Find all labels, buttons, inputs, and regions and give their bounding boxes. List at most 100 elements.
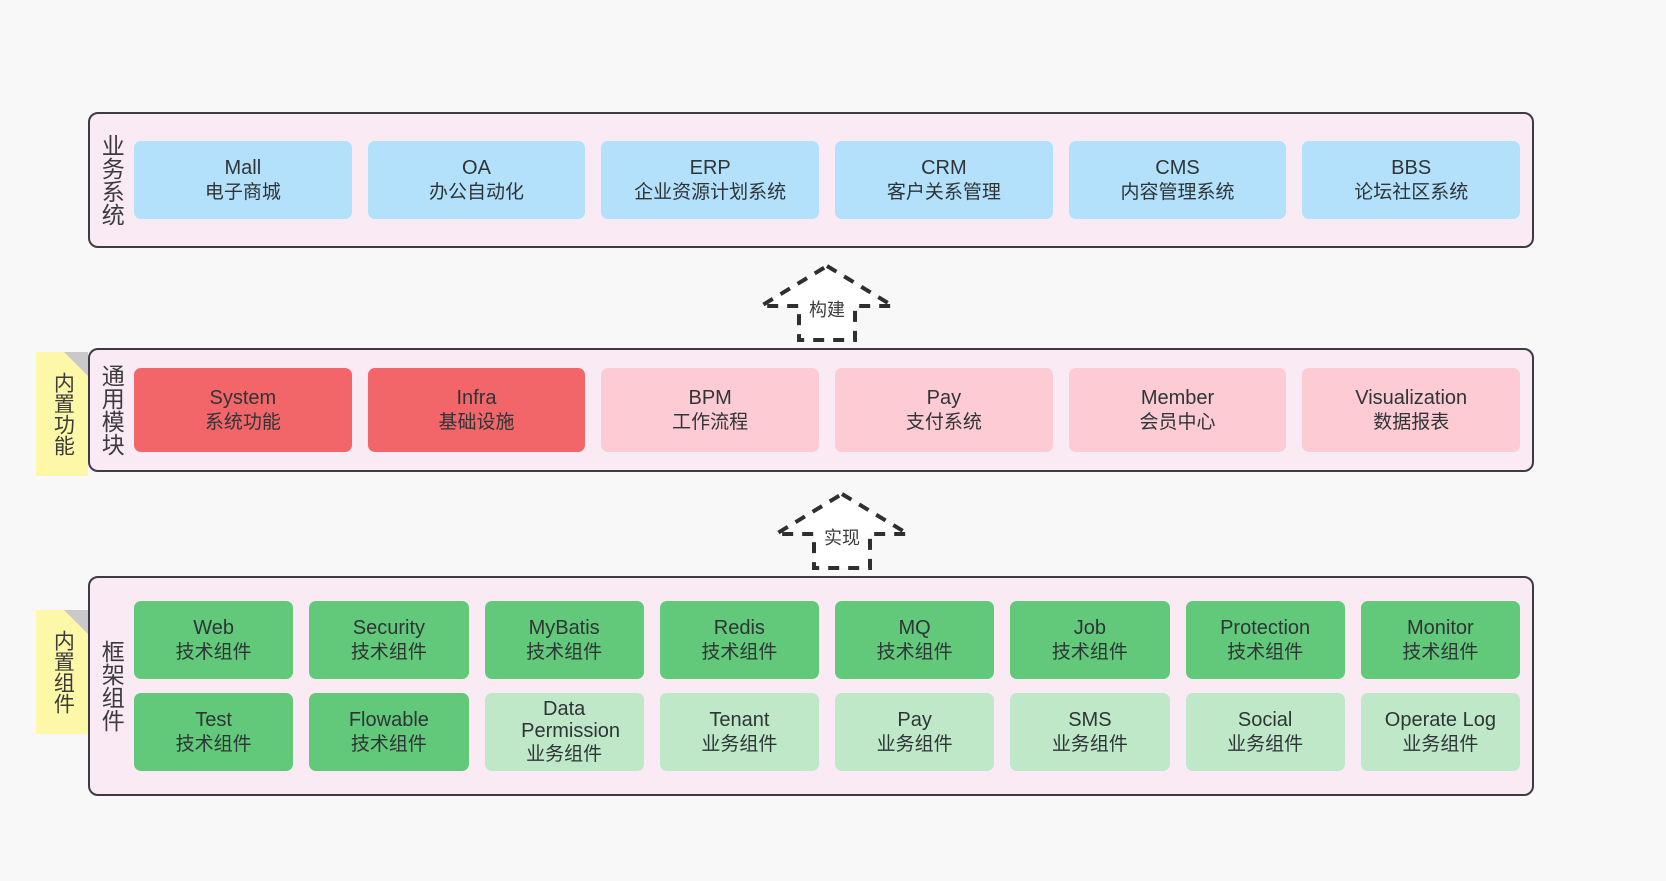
- card-subtitle: 工作流程: [672, 411, 749, 433]
- card-subtitle: 技术组件: [876, 641, 953, 663]
- card-title: Security: [352, 616, 425, 639]
- card-row: Web 技术组件 Security 技术组件 MyBatis 技术组件 Redi…: [134, 601, 1520, 679]
- page-fold-icon: [64, 352, 88, 376]
- card-subtitle: 技术组件: [1227, 641, 1304, 663]
- layer-business-systems: 业务系统 Mall 电子商城 OA 办公自动化 ERP 企业资源计划系统 CRM…: [88, 112, 1534, 248]
- card-subtitle: 技术组件: [526, 641, 603, 663]
- card-infra[interactable]: Infra 基础设施: [367, 368, 586, 452]
- card-title: SMS: [1068, 708, 1112, 731]
- card-title: BBS: [1391, 156, 1432, 179]
- card-title: Social: [1237, 708, 1293, 731]
- card-visualization[interactable]: Visualization 数据报表: [1302, 368, 1521, 452]
- card-bpm[interactable]: BPM 工作流程: [601, 368, 820, 452]
- card-row: Test 技术组件 Flowable 技术组件 Data Permission …: [134, 693, 1520, 771]
- sticky-note-builtin-components: 内置组件: [36, 610, 88, 734]
- layer-label-framework-components: 框架组件: [98, 640, 125, 732]
- card-crm[interactable]: CRM 客户关系管理: [835, 141, 1053, 219]
- layer-body-framework-components: Web 技术组件 Security 技术组件 MyBatis 技术组件 Redi…: [132, 578, 1532, 794]
- card-subtitle: 业务组件: [1051, 733, 1128, 755]
- card-security[interactable]: Security 技术组件: [309, 601, 469, 679]
- card-title: Pay: [897, 708, 932, 731]
- card-title: Mall: [224, 156, 262, 179]
- card-sms[interactable]: SMS 业务组件: [1010, 693, 1170, 771]
- card-title: CRM: [921, 156, 967, 179]
- card-cms[interactable]: CMS 内容管理系统: [1068, 141, 1287, 219]
- card-subtitle: 技术组件: [350, 641, 427, 663]
- card-monitor[interactable]: Monitor 技术组件: [1360, 601, 1520, 679]
- card-title: Flowable: [348, 708, 429, 731]
- card-protection[interactable]: Protection 技术组件: [1185, 601, 1345, 679]
- card-subtitle: 企业资源计划系统: [634, 181, 787, 203]
- card-title: Data Permission: [521, 697, 621, 743]
- connector-realize: 实现: [768, 490, 916, 572]
- card-subtitle: 电子商城: [204, 181, 281, 203]
- card-title: Infra: [456, 386, 497, 409]
- card-title: Job: [1073, 616, 1106, 639]
- card-title: Test: [195, 708, 232, 731]
- card-web[interactable]: Web 技术组件: [134, 601, 294, 679]
- connector-build: 构建: [753, 262, 901, 344]
- card-title: MQ: [898, 616, 931, 639]
- card-title: Pay: [926, 386, 962, 409]
- card-mall[interactable]: Mall 电子商城: [134, 141, 352, 219]
- sticky-note-label: 内置功能: [51, 372, 75, 456]
- block-arrow-up-icon: [753, 263, 901, 342]
- block-arrow-up-icon: [768, 491, 916, 570]
- connector-realize-label: 实现: [824, 528, 860, 548]
- card-title: MyBatis: [528, 616, 600, 639]
- card-flowable[interactable]: Flowable 技术组件: [309, 693, 469, 771]
- card-title: ERP: [689, 156, 731, 179]
- layer-label-business-systems: 业务系统: [98, 134, 125, 226]
- card-subtitle: 技术组件: [350, 733, 427, 755]
- card-bbs[interactable]: BBS 论坛社区系统: [1302, 141, 1521, 219]
- page-fold-icon: [64, 610, 88, 634]
- card-title: System: [209, 386, 277, 409]
- card-subtitle: 客户关系管理: [886, 181, 1001, 203]
- card-job[interactable]: Job 技术组件: [1010, 601, 1170, 679]
- card-subtitle: 基础设施: [438, 411, 515, 433]
- card-redis[interactable]: Redis 技术组件: [659, 601, 819, 679]
- layer-framework-components: 框架组件 Web 技术组件 Security 技术组件 MyBatis 技术组件…: [88, 576, 1534, 796]
- card-oa[interactable]: OA 办公自动化: [367, 141, 586, 219]
- card-subtitle: 技术组件: [1402, 641, 1479, 663]
- card-subtitle: 业务组件: [1402, 733, 1479, 755]
- card-subtitle: 办公自动化: [429, 181, 525, 203]
- card-subtitle: 数据报表: [1373, 411, 1450, 433]
- card-subtitle: 业务组件: [526, 743, 603, 765]
- layer-body-business-systems: Mall 电子商城 OA 办公自动化 ERP 企业资源计划系统 CRM 客户关系…: [132, 114, 1532, 246]
- card-subtitle: 技术组件: [1051, 641, 1128, 663]
- card-subtitle: 支付系统: [905, 411, 982, 433]
- card-title: Operate Log: [1384, 708, 1496, 731]
- card-title: CMS: [1155, 156, 1200, 179]
- card-pay-business[interactable]: Pay 业务组件: [835, 693, 995, 771]
- card-data-permission[interactable]: Data Permission 业务组件: [484, 693, 644, 771]
- card-title: Visualization: [1355, 386, 1468, 409]
- card-row: Mall 电子商城 OA 办公自动化 ERP 企业资源计划系统 CRM 客户关系…: [134, 141, 1521, 219]
- card-title: OA: [462, 156, 491, 179]
- card-subtitle: 业务组件: [1227, 733, 1304, 755]
- card-subtitle: 技术组件: [701, 641, 778, 663]
- layer-common-modules: 通用模块 System 系统功能 Infra 基础设施 BPM 工作流程 Pay…: [88, 348, 1534, 472]
- card-subtitle: 论坛社区系统: [1354, 181, 1469, 203]
- card-erp[interactable]: ERP 企业资源计划系统: [601, 141, 820, 219]
- card-title: Redis: [713, 616, 765, 639]
- card-system[interactable]: System 系统功能: [134, 368, 352, 452]
- card-operate-log[interactable]: Operate Log 业务组件: [1360, 693, 1520, 771]
- card-subtitle: 业务组件: [701, 733, 778, 755]
- card-member[interactable]: Member 会员中心: [1068, 368, 1287, 452]
- card-test[interactable]: Test 技术组件: [134, 693, 294, 771]
- card-tenant[interactable]: Tenant 业务组件: [659, 693, 819, 771]
- card-title: Web: [193, 616, 234, 639]
- card-title: Member: [1140, 386, 1215, 409]
- sticky-note-label: 内置组件: [51, 630, 75, 714]
- card-subtitle: 技术组件: [175, 733, 252, 755]
- card-title: BPM: [688, 386, 732, 409]
- connector-build-label: 构建: [809, 300, 845, 320]
- card-mq[interactable]: MQ 技术组件: [835, 601, 995, 679]
- card-subtitle: 系统功能: [204, 411, 281, 433]
- sticky-note-builtin-functions: 内置功能: [36, 352, 88, 476]
- card-mybatis[interactable]: MyBatis 技术组件: [484, 601, 644, 679]
- card-pay[interactable]: Pay 支付系统: [835, 368, 1053, 452]
- card-social[interactable]: Social 业务组件: [1185, 693, 1345, 771]
- card-title: Tenant: [709, 708, 770, 731]
